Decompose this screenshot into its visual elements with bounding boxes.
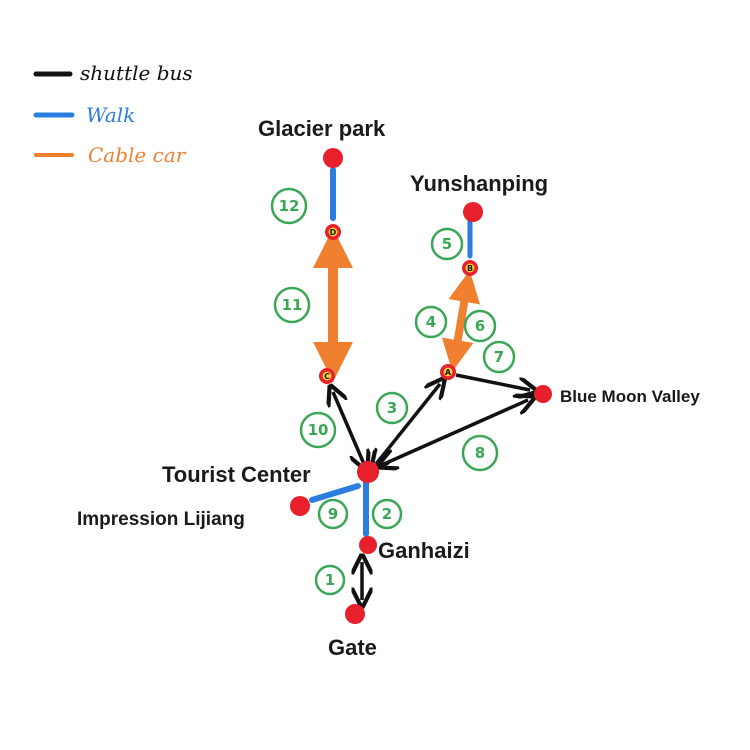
marker-glacier-park[interactable]	[323, 148, 343, 168]
legend-shuttle-label: shuttle bus	[80, 61, 193, 85]
route-number-7: 7	[482, 340, 516, 374]
stop-c-fill	[322, 371, 332, 381]
cable-route-4-6	[441, 270, 481, 372]
label-yunshanping: Yunshanping	[410, 171, 548, 196]
svg-text:5: 5	[442, 235, 452, 253]
route-number-1: 1	[314, 564, 346, 596]
label-ganhaizi: Ganhaizi	[378, 538, 470, 563]
shuttle-route-8	[384, 400, 528, 464]
marker-ganhaizi[interactable]	[359, 536, 377, 554]
marker-blue-moon-valley[interactable]	[534, 385, 552, 403]
label-impression-lijiang: Impression Lijiang	[77, 509, 245, 530]
route-number-4: 4	[414, 305, 448, 339]
svg-text:3: 3	[387, 399, 397, 417]
place-labels: Glacier park Yunshanping Blue Moon Valle…	[77, 116, 700, 660]
label-blue-moon-valley: Blue Moon Valley	[560, 387, 700, 406]
stop-d[interactable]: D	[325, 224, 341, 240]
route-number-8: 8	[461, 434, 499, 472]
shuttle-route-7	[455, 373, 530, 390]
label-glacier-park: Glacier park	[258, 116, 386, 141]
svg-text:12: 12	[279, 197, 300, 215]
cable-routes	[313, 228, 481, 382]
svg-text:8: 8	[475, 444, 485, 462]
label-gate: Gate	[328, 635, 377, 660]
walk-route-9	[309, 483, 361, 503]
stop-c[interactable]: C	[319, 368, 335, 384]
route-numbers: 12 11 5 4 6 7 3 10	[270, 187, 516, 596]
marker-gate[interactable]	[345, 604, 365, 624]
stop-b-fill	[465, 263, 475, 273]
route-number-10: 10	[299, 411, 337, 449]
stop-b[interactable]: B	[462, 260, 478, 276]
stop-a-fill	[443, 367, 453, 377]
svg-text:9: 9	[328, 505, 338, 523]
stop-d-fill	[328, 227, 338, 237]
legend-cable-label: Cable car	[88, 143, 187, 167]
shuttle-routes	[333, 373, 530, 600]
route-number-5: 5	[430, 227, 464, 261]
stop-c-letter: C	[324, 372, 330, 381]
shuttle-route-10	[333, 392, 364, 464]
stop-a[interactable]: A	[440, 364, 456, 380]
svg-text:2: 2	[382, 505, 392, 523]
route-number-11: 11	[273, 286, 311, 324]
marker-tourist-center[interactable]	[357, 461, 379, 483]
route-number-6: 6	[463, 309, 497, 343]
stop-a-letter: A	[445, 368, 452, 377]
marker-impression-lijiang[interactable]	[290, 496, 310, 516]
svg-text:7: 7	[494, 348, 504, 366]
cable-stops: D B C A	[319, 224, 478, 384]
svg-text:10: 10	[308, 421, 329, 439]
label-tourist-center: Tourist Center	[162, 462, 311, 487]
svg-text:11: 11	[282, 296, 303, 314]
route-number-3: 3	[375, 391, 409, 425]
legend: shuttle bus Walk Cable car	[33, 61, 193, 167]
stop-b-letter: B	[467, 264, 473, 273]
stop-d-letter: D	[330, 228, 337, 237]
svg-text:6: 6	[475, 317, 485, 335]
route-number-9: 9	[317, 498, 349, 530]
marker-yunshanping[interactable]	[463, 202, 483, 222]
svg-text:4: 4	[426, 313, 436, 331]
svg-text:1: 1	[325, 571, 335, 589]
walk-routes	[309, 167, 473, 537]
location-markers	[290, 148, 552, 624]
route-number-2: 2	[371, 498, 403, 530]
route-number-12: 12	[270, 187, 308, 225]
legend-walk-label: Walk	[86, 103, 135, 127]
